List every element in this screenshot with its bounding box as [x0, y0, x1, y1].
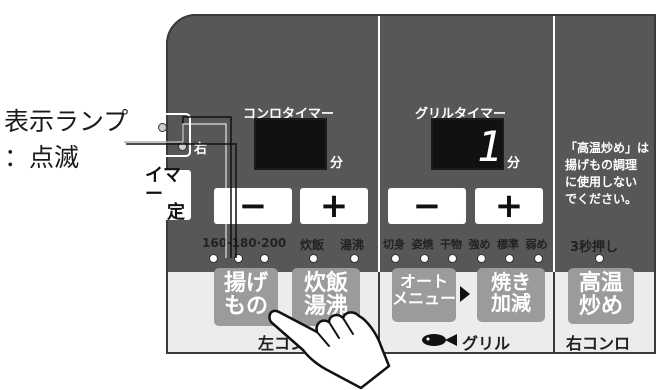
grill-timer-display: 1 — [431, 118, 504, 171]
grill-indicator-label: 標準 — [497, 238, 519, 251]
grill-timer-unit: 分 — [507, 156, 521, 171]
callout-label-line2: ：点滅 — [4, 143, 80, 172]
temp-180-led — [234, 254, 243, 263]
auto-menu-button[interactable]: オート メニュー — [392, 268, 456, 322]
grill-indicator-led — [391, 254, 400, 263]
grill-indicator-led — [448, 254, 457, 263]
separator-lower-1 — [378, 272, 380, 354]
notice-line3: に使用しない — [565, 175, 638, 189]
bake-line2: 加減 — [491, 291, 531, 315]
notice-line1: 「高温炒め」は — [565, 141, 650, 155]
konro-timer-display — [254, 118, 327, 170]
konro-timer-minus-button[interactable]: − — [214, 186, 292, 226]
hold-3s-label: 3秒押し — [570, 240, 619, 255]
label-right: 右 — [194, 142, 208, 157]
minus-glyph: − — [412, 186, 442, 226]
grill-timer-plus-button[interactable]: + — [475, 186, 543, 226]
fry-button[interactable]: 揚げ もの — [214, 268, 278, 326]
grill-indicator-led — [419, 254, 429, 263]
grill-indicator-label: 切身 — [383, 238, 405, 251]
indicator-frame — [157, 113, 191, 157]
indicator-led-back — [158, 123, 167, 132]
pointing-hand-icon — [268, 309, 391, 390]
timer-set-line1: イマー — [145, 164, 181, 205]
separator-grill-right — [553, 14, 555, 272]
auto-line2: メニュー — [392, 288, 457, 308]
rice-button-line2: 湯沸 — [303, 294, 348, 320]
separator-konro-grill — [378, 14, 380, 272]
boil-led — [350, 254, 359, 263]
bake-line1: 焼き — [491, 270, 531, 294]
high-line1: 高温 — [578, 271, 623, 296]
grill-timer-digit: 1 — [477, 122, 503, 171]
grill-section-label: グリル — [462, 334, 511, 353]
high-temp-fry-button[interactable]: 高温 炒め — [568, 268, 634, 324]
timer-set-button[interactable]: イマー 定 — [145, 164, 191, 224]
fry-button-line2: もの — [223, 294, 268, 320]
fry-button-line1: 揚げ — [223, 271, 268, 296]
plus-glyph: + — [319, 186, 349, 226]
grill-indicator-label: 干物 — [440, 238, 462, 251]
minus-glyph: − — [238, 186, 268, 226]
konro-timer-plus-button[interactable]: + — [300, 186, 368, 226]
high-temp-notice: 「高温炒め」は 揚げもの調理 に使用しない でください。 — [565, 140, 649, 208]
auto-line1: オート — [399, 272, 448, 291]
notice-line2: 揚げもの調理 — [565, 158, 638, 172]
timer-set-line2: 定 — [167, 202, 185, 224]
panel-upper — [166, 14, 656, 272]
fish-icon — [422, 334, 457, 346]
grill-indicator-label: 弱め — [525, 238, 548, 251]
callout-label-line1: 表示ランプ — [4, 107, 129, 136]
separator-lower-2 — [553, 272, 555, 354]
temp-labels: 160·180·200 — [202, 236, 287, 250]
temp-160-led — [209, 254, 218, 263]
high-temp-led — [595, 254, 604, 263]
boil-label: 湯沸 — [340, 238, 365, 252]
notice-line4: でください。 — [565, 192, 638, 206]
grill-indicator-label: 強め — [468, 238, 491, 251]
grill-indicator-label: 姿焼 — [411, 238, 434, 251]
grill-indicator-led — [505, 254, 514, 263]
rice-led — [309, 254, 318, 263]
plus-glyph: + — [494, 186, 524, 226]
grill-timer-minus-button[interactable]: − — [388, 186, 466, 226]
play-triangle-icon — [460, 286, 470, 302]
high-line2: 炒め — [578, 294, 623, 320]
temp-200-led — [260, 254, 269, 263]
rice-label: 炊飯 — [300, 238, 325, 252]
grill-indicator-led — [476, 254, 486, 263]
grill-indicator-led — [533, 254, 543, 263]
bake-level-button[interactable]: 焼き 加減 — [477, 268, 545, 322]
rice-button-line1: 炊飯 — [303, 271, 348, 296]
konro-timer-unit: 分 — [330, 156, 344, 171]
right-konro-section-label: 右コンロ — [566, 334, 631, 353]
